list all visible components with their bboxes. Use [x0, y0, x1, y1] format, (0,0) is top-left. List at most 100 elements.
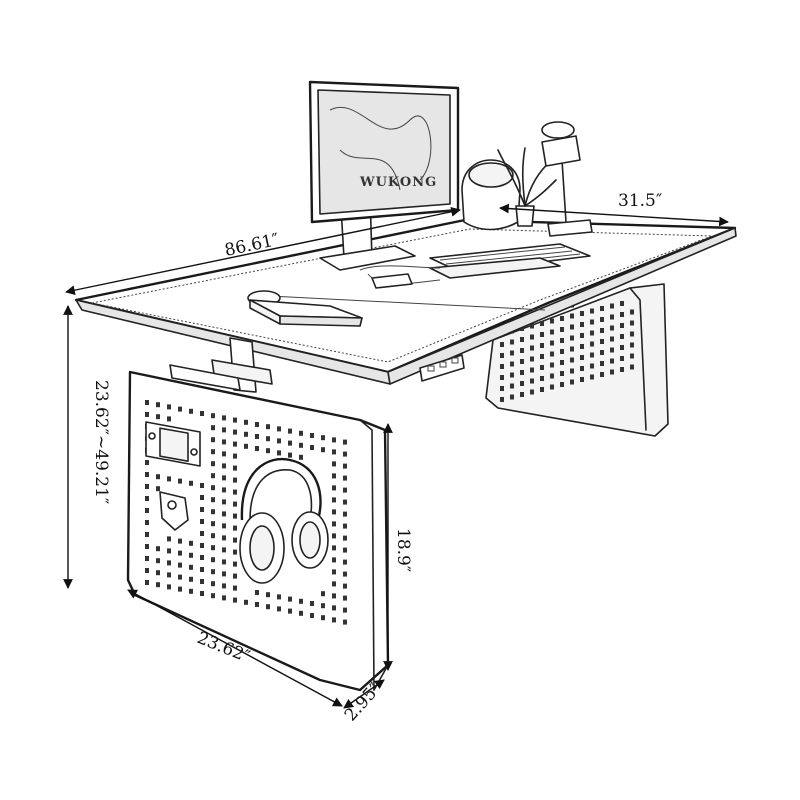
pegboard-hole — [277, 426, 281, 432]
pegboard-hole — [200, 411, 204, 416]
pegboard-hole — [145, 496, 149, 501]
pegboard-hole — [310, 445, 314, 450]
pegboard-hole — [299, 454, 303, 460]
pegboard-hole — [156, 546, 160, 552]
pegboard-hole — [332, 569, 336, 575]
pegboard-hole — [343, 595, 347, 601]
pegboard-hole — [233, 417, 237, 423]
pegboard-hole — [167, 584, 171, 590]
pegboard-hole — [560, 349, 564, 354]
pegboard-hole — [156, 582, 160, 588]
pegboard-hole — [222, 487, 226, 493]
pegboard-hole — [510, 339, 514, 345]
pegboard-hole — [610, 303, 614, 309]
pegboard-hole — [233, 429, 237, 435]
pegboard-hole — [167, 560, 171, 566]
pegboard-hole — [620, 301, 624, 306]
pegboard-hole — [500, 342, 504, 347]
pegboard-hole — [156, 474, 160, 480]
pegboard-hole — [145, 556, 149, 561]
pegboard-hole — [244, 431, 248, 437]
pegboard-hole — [222, 475, 226, 481]
pegboard-hole — [277, 606, 281, 612]
pegboard-hole — [343, 607, 347, 613]
pegboard-hole — [600, 372, 604, 377]
pegboard-hole — [590, 363, 594, 369]
pegboard-hole — [520, 337, 524, 342]
pegboard-hole — [145, 460, 149, 465]
lamp-icon — [541, 121, 593, 237]
pegboard-hole — [520, 359, 524, 364]
pegboard-hole — [540, 343, 544, 348]
pegboard-hole — [178, 562, 182, 568]
pegboard-hole — [540, 376, 544, 381]
pegboard-hole — [332, 581, 336, 587]
pegboard-hole — [590, 341, 594, 347]
pegboard-hole — [233, 513, 237, 519]
pegboard-hole — [332, 617, 336, 623]
pegboard-hole — [620, 323, 624, 328]
controller-hook-icon — [159, 491, 189, 531]
pegboard-hole — [266, 592, 270, 598]
pegboard-hole — [540, 365, 544, 370]
pegboard-hole — [299, 598, 303, 604]
pegboard-hole — [600, 328, 604, 333]
pegboard-hole — [500, 386, 504, 391]
pegboard-hole — [600, 339, 604, 344]
pegboard-hole — [211, 437, 215, 443]
pegboard-hole — [178, 406, 182, 412]
pegboard-hole — [580, 377, 584, 382]
pegboard-hole — [610, 369, 614, 375]
pegboard-hole — [233, 453, 237, 459]
pegboard-hole — [332, 509, 336, 515]
pegboard-hole — [233, 537, 237, 543]
pegboard-hole — [255, 602, 259, 607]
pegboard-hole — [530, 389, 534, 395]
pegboard-hole — [560, 338, 564, 343]
pegboard-hole — [222, 583, 226, 589]
pegboard-hole — [620, 345, 624, 350]
pegboard-hole — [222, 463, 226, 469]
pegboard-hole — [570, 335, 574, 341]
pegboard-hole — [630, 353, 634, 359]
pegboard-hole — [200, 543, 204, 548]
pegboard-hole — [233, 501, 237, 507]
pegboard-hole — [211, 425, 215, 431]
pegboard-hole — [288, 608, 292, 614]
pegboard-hole — [570, 379, 574, 385]
pegboard-hole — [620, 367, 624, 372]
pegboard-hole — [510, 372, 514, 378]
pegboard-hole — [288, 428, 292, 434]
pegboard-hole — [211, 557, 215, 563]
pegboard-hole — [211, 449, 215, 455]
pegboard-hole — [178, 538, 182, 544]
pegboard-hole — [277, 594, 281, 600]
pegboard-hole — [222, 415, 226, 421]
pegboard-hole — [540, 387, 544, 392]
pegboard-hole — [222, 547, 226, 553]
pegboard-hole — [277, 438, 281, 444]
pegboard-hole — [620, 334, 624, 339]
pegboard-hole — [200, 555, 204, 560]
pegboard-hole — [550, 373, 554, 379]
pegboard-hole — [510, 350, 514, 356]
pegboard-hole — [145, 568, 149, 573]
pegboard-hole — [266, 436, 270, 442]
pegboard-hole — [332, 521, 336, 527]
pegboard-hole — [580, 333, 584, 338]
dimension-lines — [63, 203, 729, 709]
pegboard-hole — [299, 430, 303, 436]
pegboard-hole — [222, 595, 226, 601]
pegboard-hole — [167, 416, 171, 422]
pegboard-hole — [630, 331, 634, 337]
laptop-icon — [249, 299, 363, 327]
pegboard-hole — [145, 508, 149, 513]
pegboard-hole — [630, 309, 634, 315]
pegboard-hole — [332, 473, 336, 479]
pegboard-hole — [332, 461, 336, 467]
pegboard-hole — [222, 499, 226, 505]
pegboard-hole — [288, 596, 292, 602]
pegboard-hole — [288, 440, 292, 446]
pegboard-hole — [540, 321, 544, 326]
